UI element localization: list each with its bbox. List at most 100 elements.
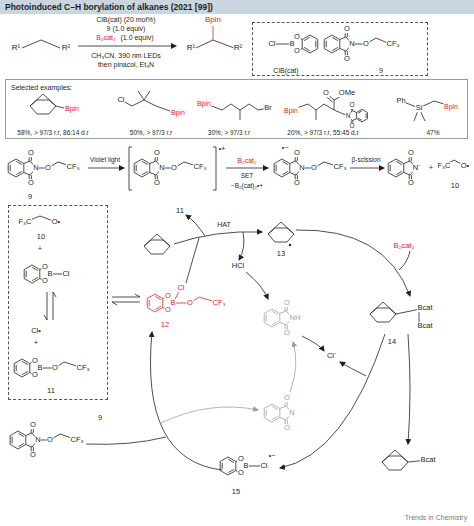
structure-label: CF₃: [333, 163, 347, 171]
byproduct-phthalimide: [290, 342, 296, 392]
mechanism-row: [129, 147, 216, 190]
compound-number: 15: [231, 488, 240, 496]
structure-label: N: [345, 113, 351, 120]
structure-label: CF₃: [193, 163, 207, 171]
structure-label: 9 (1.0 equiv): [106, 25, 146, 32]
structure-label: •+: [218, 145, 226, 152]
structure-label: R¹: [11, 44, 20, 52]
structure-label: SET: [240, 173, 254, 180]
structure-label: Ph: [396, 97, 406, 105]
structure-label: O: [171, 164, 178, 172]
compound-number: 13: [276, 250, 285, 258]
catalytic-cycle: [340, 362, 366, 376]
structure-label: Bpin: [196, 100, 211, 107]
structure-label: O: [294, 179, 301, 187]
example-structures: [56, 106, 64, 108]
structure-label: Bcat: [417, 322, 433, 330]
catalytic-cycle: [302, 336, 324, 351]
structure-label: O: [408, 149, 415, 157]
structure-label: N: [159, 164, 165, 172]
structure-label: N: [299, 164, 305, 172]
compound-number: 10: [450, 182, 459, 190]
structure-label: O: [187, 299, 194, 307]
structure-label: Bpin: [443, 103, 458, 110]
box-structures: [44, 292, 56, 320]
reaction-scheme: [22, 26, 390, 59]
catalytic-cycle: [280, 334, 385, 468]
catalytic-cycle: [144, 234, 170, 254]
structure-label: F₃C: [437, 162, 451, 170]
structure-label: HCl: [231, 262, 245, 270]
structure-label: O: [28, 179, 35, 187]
box-text: 47%: [426, 130, 439, 137]
structure-label: β-scission: [351, 157, 381, 164]
structure-label: R²: [233, 44, 242, 52]
structure-label: ClB(cat) (20 mol%): [96, 16, 156, 23]
structure-label: •−: [281, 144, 289, 151]
catalytic-cycle: [399, 251, 410, 270]
structure-label: B₂cat₂: [237, 157, 257, 164]
structure-label: (1.0 equiv): [120, 34, 154, 41]
structure-label: O: [30, 451, 37, 459]
reaction-scheme: [213, 26, 214, 40]
structure-label: Bpin: [170, 109, 185, 116]
structure-label: Cl: [117, 96, 125, 104]
structure-label: O: [32, 371, 39, 379]
structure-label: O: [294, 149, 301, 157]
box-text: 10: [37, 233, 45, 241]
structure-label: O: [344, 25, 351, 33]
structure-label: •−: [268, 452, 276, 459]
title-band: Photoinduced C–H borylation of alkanes (…: [0, 0, 474, 14]
structure-label: N: [35, 436, 41, 444]
catalytic-cycle: [10, 215, 428, 475]
structure-label: O: [294, 33, 301, 41]
example-structures: [121, 91, 170, 111]
box-heading: Selected examples:: [11, 84, 72, 91]
structure-label: Cl: [260, 462, 268, 470]
catalytic-cycle: [408, 334, 410, 444]
structure-label: O•: [51, 218, 60, 226]
structure-label: then pinacol, Et₃N: [97, 61, 154, 68]
reaction-scheme: [78, 46, 176, 47]
structure-label: F₃C: [18, 218, 32, 226]
structure-label: N: [349, 40, 355, 48]
structure-label: Bpin: [204, 16, 221, 24]
structure-label: O: [238, 469, 245, 477]
structure-label: R¹: [186, 44, 195, 52]
structure-label: O: [52, 364, 59, 372]
structure-label: B₂cat₂: [393, 242, 415, 250]
structure-label: Cl: [268, 40, 276, 48]
structure-label: O: [408, 179, 415, 187]
structure-label: Bpin: [283, 107, 298, 114]
structure-label: Cl: [62, 270, 70, 278]
structure-label: Cl⁻: [326, 352, 337, 360]
compound-number: 9: [97, 414, 102, 422]
structure-label: O: [284, 329, 291, 337]
structure-label: CF₃: [70, 436, 84, 444]
catalytic-cycle: [239, 232, 244, 260]
structure-label: Bcat: [420, 456, 436, 464]
structure-label: +: [37, 245, 42, 253]
catalytic-cycle: [370, 302, 396, 322]
mechanism-row: [350, 168, 384, 169]
structure-label: Br: [264, 104, 273, 112]
structure-label: N⁻: [412, 164, 421, 172]
structure-label: O: [28, 149, 35, 157]
structure-label: O: [363, 40, 370, 48]
structure-label: O•: [460, 162, 469, 170]
mechanism-row: [226, 168, 268, 169]
structure-label: O: [47, 436, 54, 444]
structure-label: NH: [289, 314, 301, 322]
catalytic-cycle: [186, 215, 205, 236]
radical-dot: [289, 244, 291, 246]
box-structures: [14, 216, 140, 377]
structure-label: Violet light: [90, 157, 121, 164]
catalytic-cycle: [150, 332, 222, 470]
structure-label: O: [45, 164, 52, 172]
structure-label: Si: [415, 104, 423, 112]
structure-label: B₂cat₂: [96, 34, 116, 41]
structure-label: CF₃: [212, 299, 226, 307]
reaction-scheme: [196, 40, 234, 48]
reaction-scheme: [352, 38, 390, 44]
example-structures: [291, 93, 348, 120]
